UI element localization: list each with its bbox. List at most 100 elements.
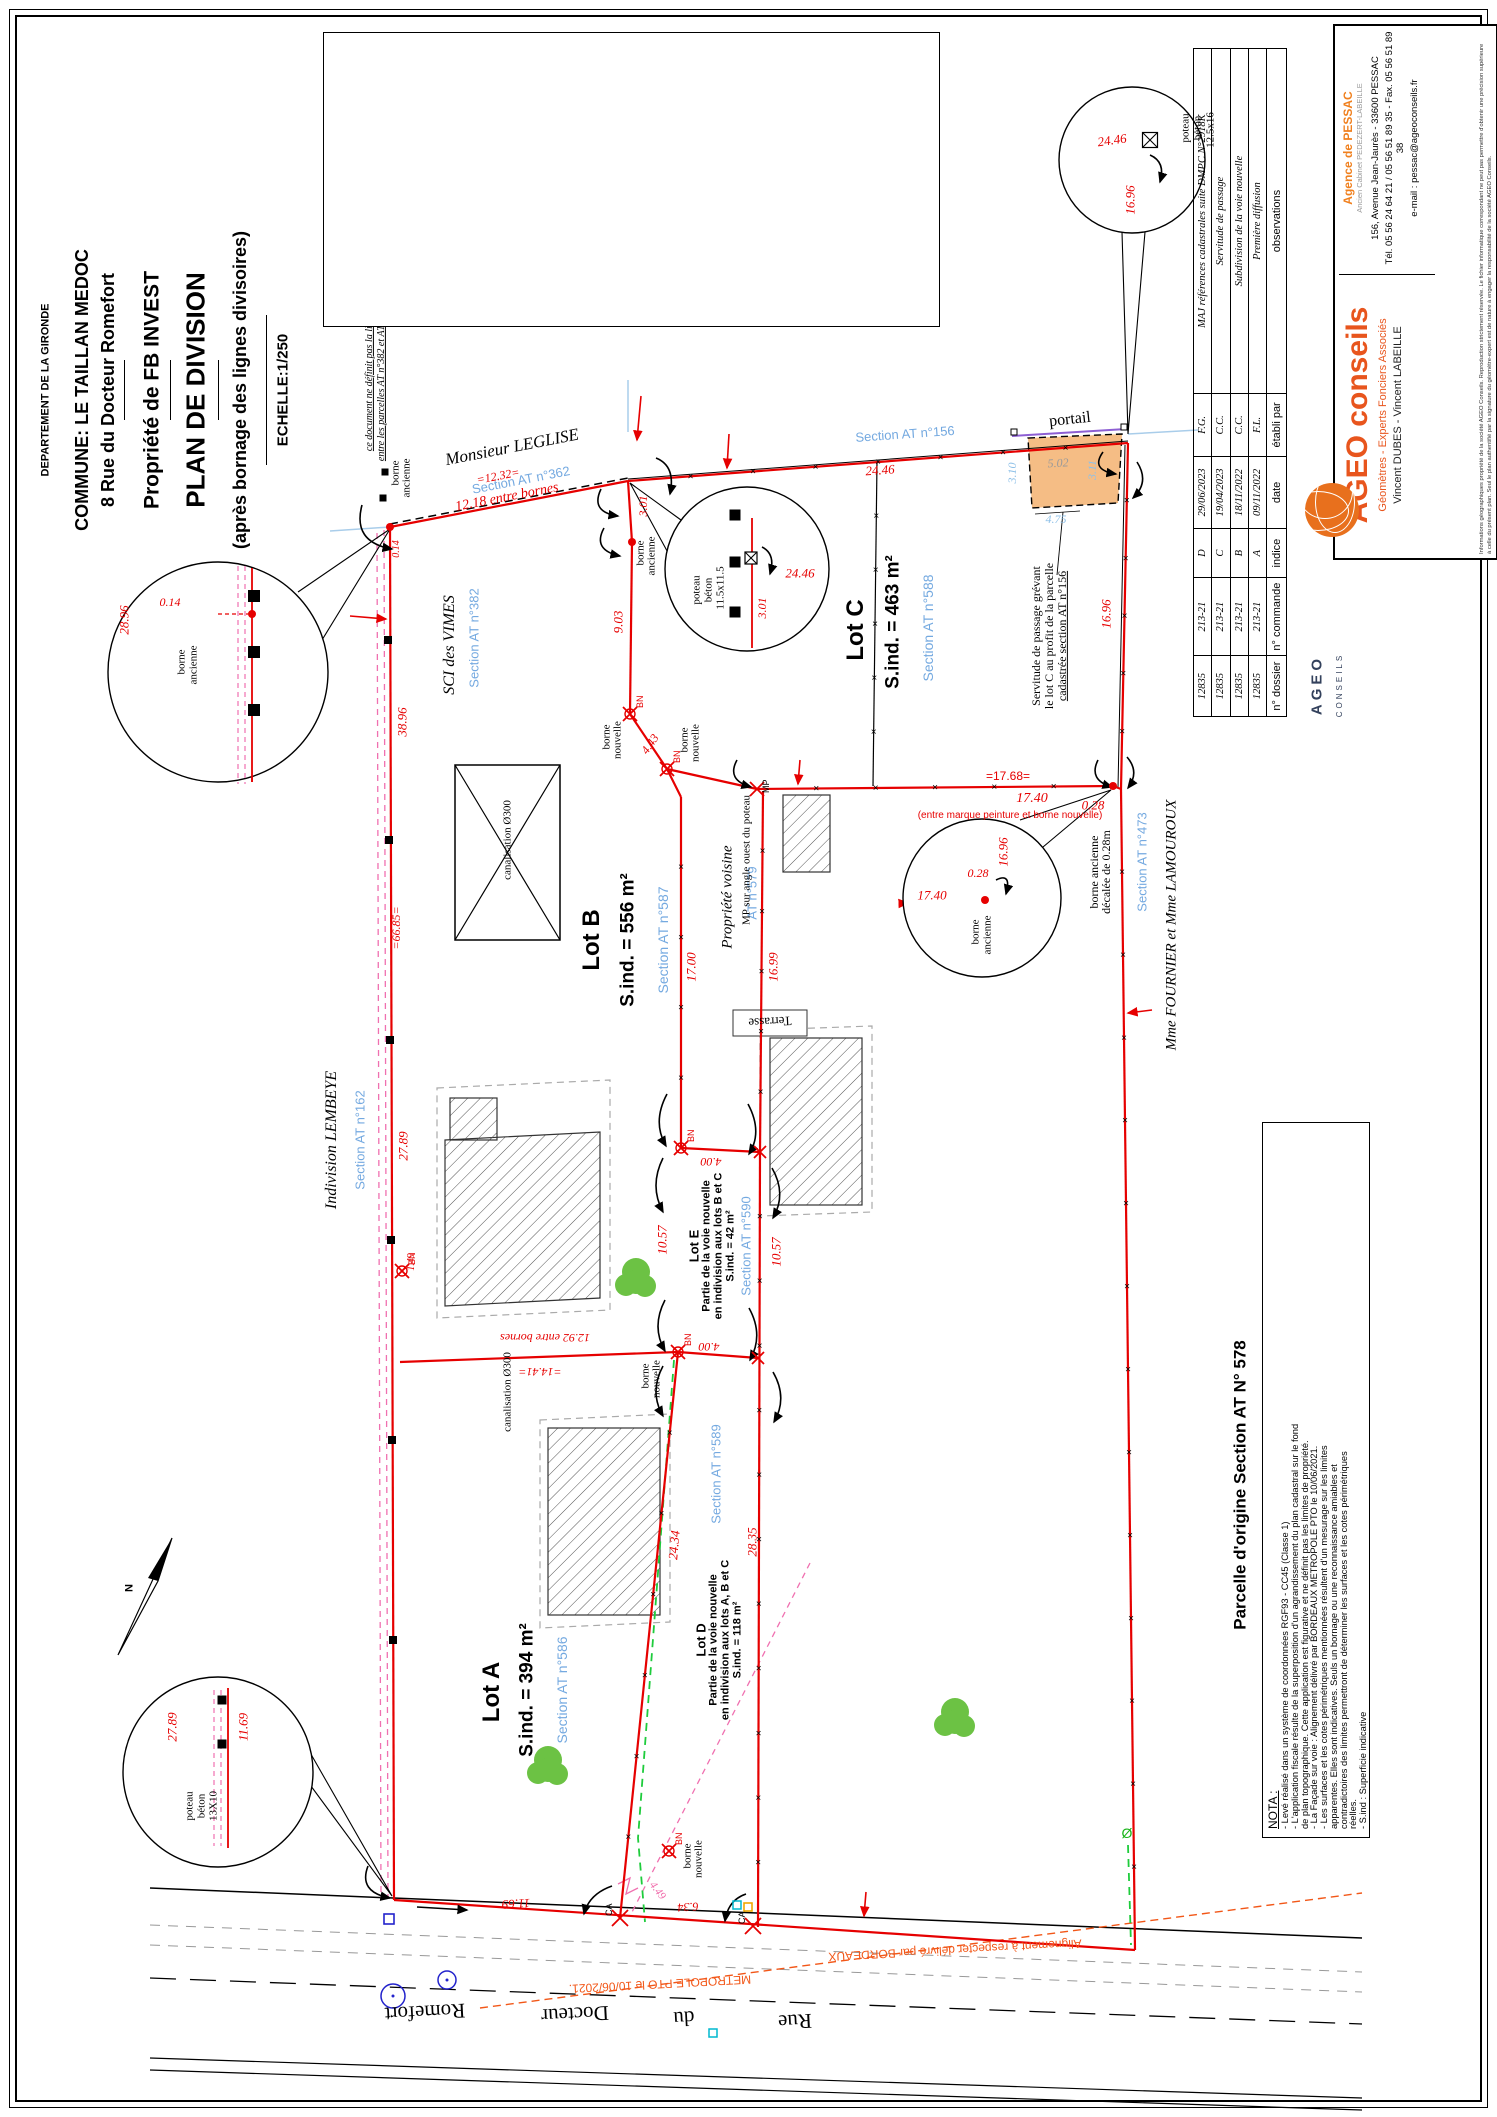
svg-text:×: × — [932, 783, 938, 794]
plan-label: 16.96 — [1098, 599, 1114, 629]
svg-text:×: × — [688, 471, 694, 482]
svg-text:×: × — [1051, 782, 1057, 793]
nota-line: contradictoires des limites permettront … — [1338, 1451, 1349, 1829]
plan-label: poteau — [183, 1791, 196, 1821]
svg-text:×: × — [873, 783, 879, 794]
revision-cell: MAJ références cadastrales suite DMPC N°… — [1193, 48, 1212, 394]
plan-label: Mme FOURNIER et Mme LAMOUROUX — [1163, 799, 1180, 1051]
company-fineprint-2: à celle du présent plan. Seul le plan au… — [1487, 155, 1493, 554]
svg-text:BN: BN — [674, 1832, 684, 1845]
plan-label: Partie de la voie nouvelle — [707, 1574, 720, 1706]
plan-label: poteau — [690, 575, 703, 605]
svg-text:×: × — [758, 1087, 764, 1098]
plan-label: Section AT n°382 — [466, 588, 482, 688]
revision-cell: 213-21 — [1211, 577, 1231, 656]
plan-label: canalisation Ø300 — [501, 800, 514, 880]
revision-header: n° dossier — [1266, 655, 1287, 717]
nota-line: - S.ind : Superficie indicative — [1358, 1711, 1368, 1829]
plan-label: 16.96 — [995, 837, 1011, 867]
svg-text:BN: BN — [686, 1129, 696, 1142]
plan-label: Lot A — [477, 1661, 505, 1723]
plan-label: Docteur — [540, 2000, 610, 2029]
plan-label: nouvelle — [692, 1840, 705, 1878]
svg-text:×: × — [871, 727, 877, 738]
svg-text:×: × — [875, 457, 881, 468]
svg-text:×: × — [1122, 1116, 1128, 1127]
svg-text:×: × — [634, 1751, 640, 1762]
plan-label: 24.46 — [864, 461, 896, 479]
plan-label: Lot E — [686, 1229, 702, 1263]
plan-label: 6.34 — [677, 1899, 699, 1915]
agency-name: Agence de PESSAC — [1341, 91, 1355, 205]
plan-label: 11.5x11.5 — [714, 566, 727, 610]
revision-cell: Première diffusion — [1248, 48, 1267, 394]
plan-label: 10.57 — [768, 1237, 784, 1267]
svg-text:×: × — [756, 1470, 762, 1481]
svg-text:BN: BN — [407, 1252, 417, 1265]
company-block: AGEO conseils Géomètres - Experts Foncie… — [1333, 24, 1497, 560]
revision-cell: 12835 — [1230, 655, 1249, 717]
nota-heading: NOTA : — [1266, 1790, 1280, 1829]
company-brand-sub: Géomètres - Experts Fonciers Associés — [1377, 318, 1389, 512]
revision-header: date — [1266, 456, 1287, 529]
svg-text:×: × — [813, 462, 819, 473]
plan-label: 9.03 — [610, 610, 626, 634]
plan-label: N — [123, 1584, 136, 1592]
plan-label: 11.69 — [501, 1895, 531, 1913]
plan-label: 3.01 — [754, 597, 769, 619]
plan-label: (entre marque peinture et borne nouvelle… — [917, 809, 1103, 821]
plan-label: le lot C au profit de la parcelle — [1041, 562, 1056, 710]
agency-phone: Tél. 05 56 24 64 21 / 05 56 51 89 35 - F… — [1384, 31, 1406, 265]
revision-cell: 12835 — [1211, 655, 1231, 717]
title-line: 8 Rue du Docteur Romefort — [97, 272, 118, 508]
svg-text:×: × — [756, 1535, 762, 1546]
plan-label: Section AT n°588 — [919, 574, 936, 682]
plan-label: Lot B — [577, 909, 605, 971]
svg-text:BN: BN — [672, 750, 682, 763]
revision-cell: F.G. — [1193, 393, 1212, 457]
svg-text:×: × — [1125, 1365, 1131, 1376]
title-separator — [266, 315, 267, 465]
origin-parcel-title: Parcelle d'origine Section AT N° 578 — [1230, 1340, 1250, 1630]
revision-cell: F.L. — [1248, 393, 1267, 457]
revision-cell: Servitude de passage — [1211, 48, 1231, 394]
svg-text:×: × — [1126, 1447, 1132, 1458]
plan-label: Terrasse — [748, 1013, 792, 1031]
plan-label: 3.01 — [635, 495, 650, 517]
plan-label: 4.00 — [700, 1155, 722, 1170]
plan-label: Section AT n°589 — [708, 1424, 724, 1524]
plan-label: Section AT n°473 — [1134, 812, 1150, 912]
plan-label: 10.57 — [654, 1225, 670, 1255]
title-line: ECHELLE:1/250 — [274, 333, 292, 447]
revision-cell: B — [1230, 528, 1249, 578]
svg-text:Ø: Ø — [1122, 1825, 1133, 1841]
plan-label: Indivision LEMBEYE — [322, 1070, 340, 1210]
svg-text:×: × — [756, 1664, 762, 1675]
revision-header: indice — [1266, 528, 1287, 578]
svg-text:×: × — [813, 784, 819, 795]
plan-label: 38.96 — [394, 707, 410, 737]
title-separator — [124, 360, 125, 420]
plan-label: décalée de 0.28m — [1098, 830, 1113, 914]
title-separator — [170, 360, 171, 420]
plan-label: 4.75 — [1045, 511, 1067, 526]
svg-text:×: × — [757, 1341, 763, 1352]
revision-cell: C — [1211, 528, 1231, 578]
revision-cell: 213-21 — [1193, 577, 1212, 656]
plan-label: 4.00 — [698, 1340, 720, 1355]
svg-text:×: × — [760, 846, 766, 857]
svg-text:×: × — [1119, 867, 1125, 878]
svg-text:CA: CA — [604, 1903, 614, 1916]
revision-cell: 29/06/2023 — [1193, 456, 1212, 529]
plan-label: borne — [969, 919, 982, 945]
svg-text:×: × — [756, 1405, 762, 1416]
svg-text:MP: MP — [761, 780, 771, 794]
plan-label: 16.96 — [1122, 185, 1138, 215]
svg-text:×: × — [1120, 669, 1126, 680]
plan-label: ancienne — [981, 915, 994, 955]
plan-label: Propriété voisine — [719, 845, 736, 949]
svg-text:×: × — [871, 673, 877, 684]
revision-cell: 213-21 — [1230, 577, 1249, 656]
